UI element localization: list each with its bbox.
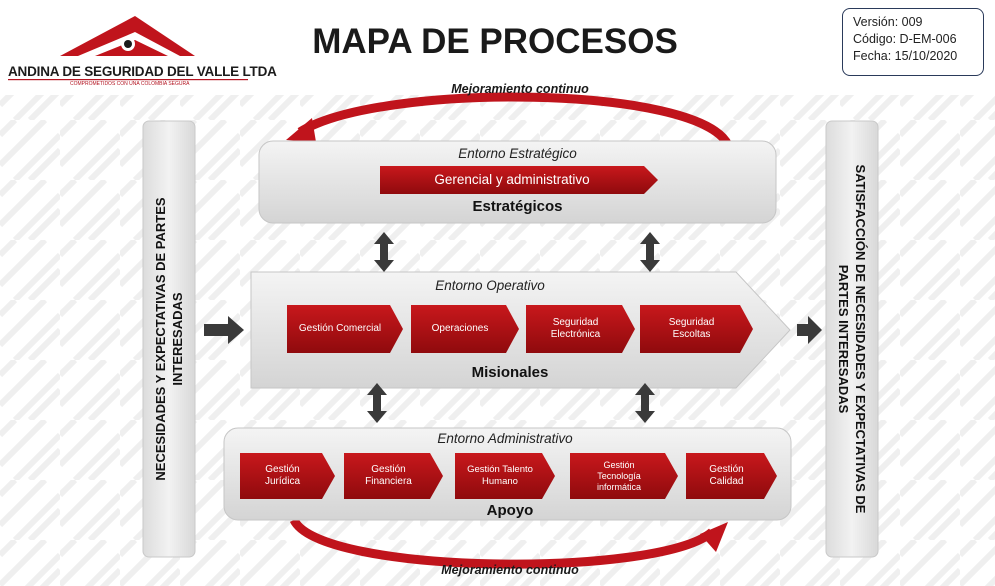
operational-section-label: Misionales (471, 364, 549, 381)
output-flow-arrow (797, 316, 822, 344)
support-section-label: Apoyo (486, 502, 534, 519)
operational-environment-label: Entorno Operativo (435, 278, 545, 293)
continuous-improvement-loop-top (286, 92, 733, 148)
page-title: MAPA DE PROCESOS (312, 22, 678, 61)
document-info-box: Versión: 009 Código: D-EM-006 Fecha: 15/… (842, 8, 984, 76)
process-seguridad-electronica: Seguridad Electrónica (526, 305, 625, 353)
stakeholder-needs-label: NECESIDADES Y EXPECTATIVAS DE PARTES INT… (143, 121, 195, 557)
process-gerencial-label: Gerencial y administrativo (434, 172, 590, 187)
process-gestion-financiera: Gestión Financiera (344, 453, 433, 499)
process-operaciones: Operaciones (411, 305, 509, 353)
process-gestion-calidad-line-1: Gestión (709, 464, 744, 475)
process-seguridad-escoltas-line-1: Seguridad (668, 317, 715, 328)
stakeholder-satisfaction-line-1: SATISFACCIÓN DE NECESIDADES Y EXPECTATIV… (853, 164, 868, 514)
process-gestion-juridica: Gestión Jurídica (240, 453, 325, 499)
process-gestion-talento-humano-line-1: Gestión Talento (467, 464, 533, 475)
right-output-panel (825, 120, 879, 558)
document-version: Versión: 009 (853, 15, 923, 29)
process-gestion-juridica-line-1: Gestión (265, 464, 300, 475)
strategic-section-label: Estratégicos (472, 198, 563, 215)
document-date: Fecha: 15/10/2020 (853, 49, 958, 63)
process-gerencial: Gerencial y administrativo (380, 166, 644, 194)
operational-panel (250, 271, 791, 389)
stakeholder-satisfaction-label: SATISFACCIÓN DE NECESIDADES Y EXPECTATIV… (826, 121, 878, 557)
process-seguridad-electronica-line-1: Seguridad (552, 317, 599, 328)
strategic-environment-label: Entorno Estratégico (458, 146, 577, 161)
bidirectional-arrows (367, 232, 660, 423)
improvement-label-top: Mejoramiento continuo (451, 82, 589, 96)
stakeholder-needs-line-1: NECESIDADES Y EXPECTATIVAS DE PARTES (153, 197, 168, 481)
process-gestion-comercial: Gestión Comercial (287, 305, 393, 353)
left-input-panel (142, 120, 196, 558)
process-gestion-comercial-line-1: Gestión Comercial (298, 323, 382, 334)
continuous-improvement-loop-bottom (289, 517, 728, 569)
stakeholder-satisfaction-line-2: PARTES INTERESADAS (836, 264, 851, 414)
improvement-label-bottom: Mejoramiento continuo (441, 563, 579, 577)
stakeholder-needs-line-2: INTERESADAS (170, 292, 185, 386)
process-gestion-calidad-line-2: Calidad (709, 476, 744, 487)
process-gestion-tecnologia-line-1: Gestión (603, 459, 635, 470)
operational-chevrons (287, 305, 753, 353)
process-gestion-juridica-line-2: Jurídica (264, 476, 300, 487)
process-gestion-financiera-line-1: Gestión (371, 464, 406, 475)
process-seguridad-electronica-line-2: Electrónica (550, 329, 601, 340)
process-seguridad-escoltas-line-2: Escoltas (672, 329, 711, 340)
company-tagline: COMPROMETIDOS CON UNA COLOMBIA SEGURA (70, 81, 190, 87)
process-gestion-talento-humano: Gestión Talento Humano (455, 453, 545, 499)
process-gestion-financiera-line-2: Financiera (365, 476, 412, 487)
support-environment-label: Entorno Administrativo (437, 431, 573, 446)
company-logo-icon (8, 16, 248, 81)
process-gestion-talento-humano-line-2: Humano (482, 476, 518, 487)
process-gestion-tecnologia-line-2: Tecnología (597, 470, 641, 481)
process-gestion-calidad: Gestión Calidad (686, 453, 767, 499)
input-flow-arrow (204, 316, 244, 344)
support-chevrons (240, 453, 777, 499)
document-code: Código: D-EM-006 (853, 32, 957, 46)
company-name: ANDINA DE SEGURIDAD DEL VALLE LTDA (8, 64, 277, 79)
strategic-process-chevron (380, 166, 658, 194)
process-operaciones-line-1: Operaciones (431, 323, 489, 334)
process-seguridad-escoltas: Seguridad Escoltas (640, 305, 743, 353)
process-gestion-tecnologia-line-3: informática (596, 481, 641, 492)
process-gestion-tecnologia: Gestión Tecnología informática (570, 453, 668, 499)
